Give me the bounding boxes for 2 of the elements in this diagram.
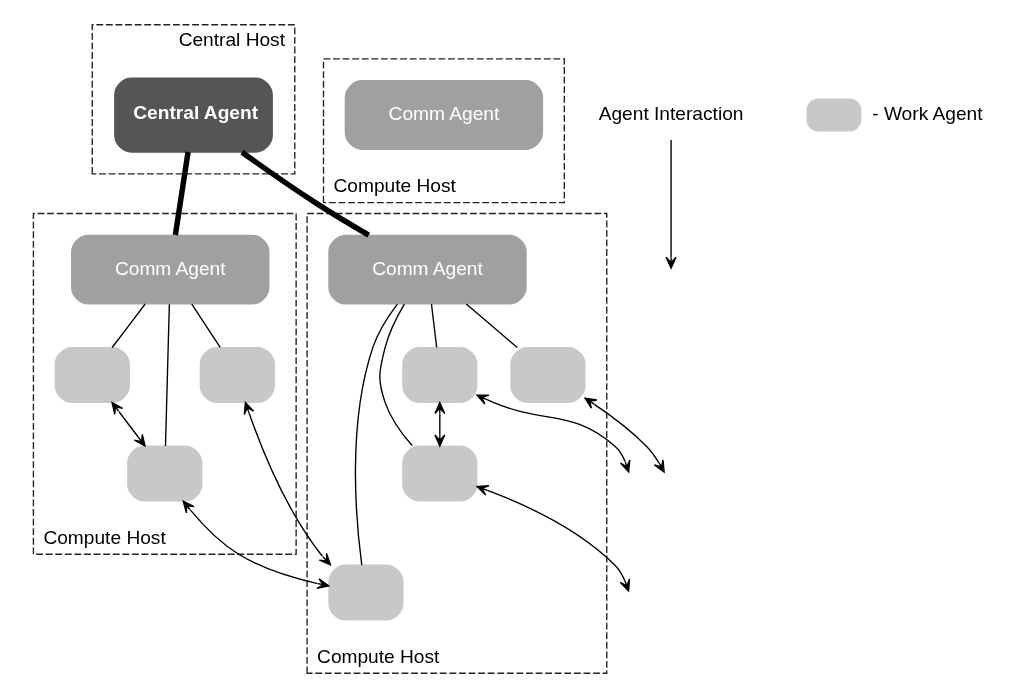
node-text: Agent Interaction: [598, 103, 743, 125]
legend-label: - Work Agent: [871, 103, 983, 125]
